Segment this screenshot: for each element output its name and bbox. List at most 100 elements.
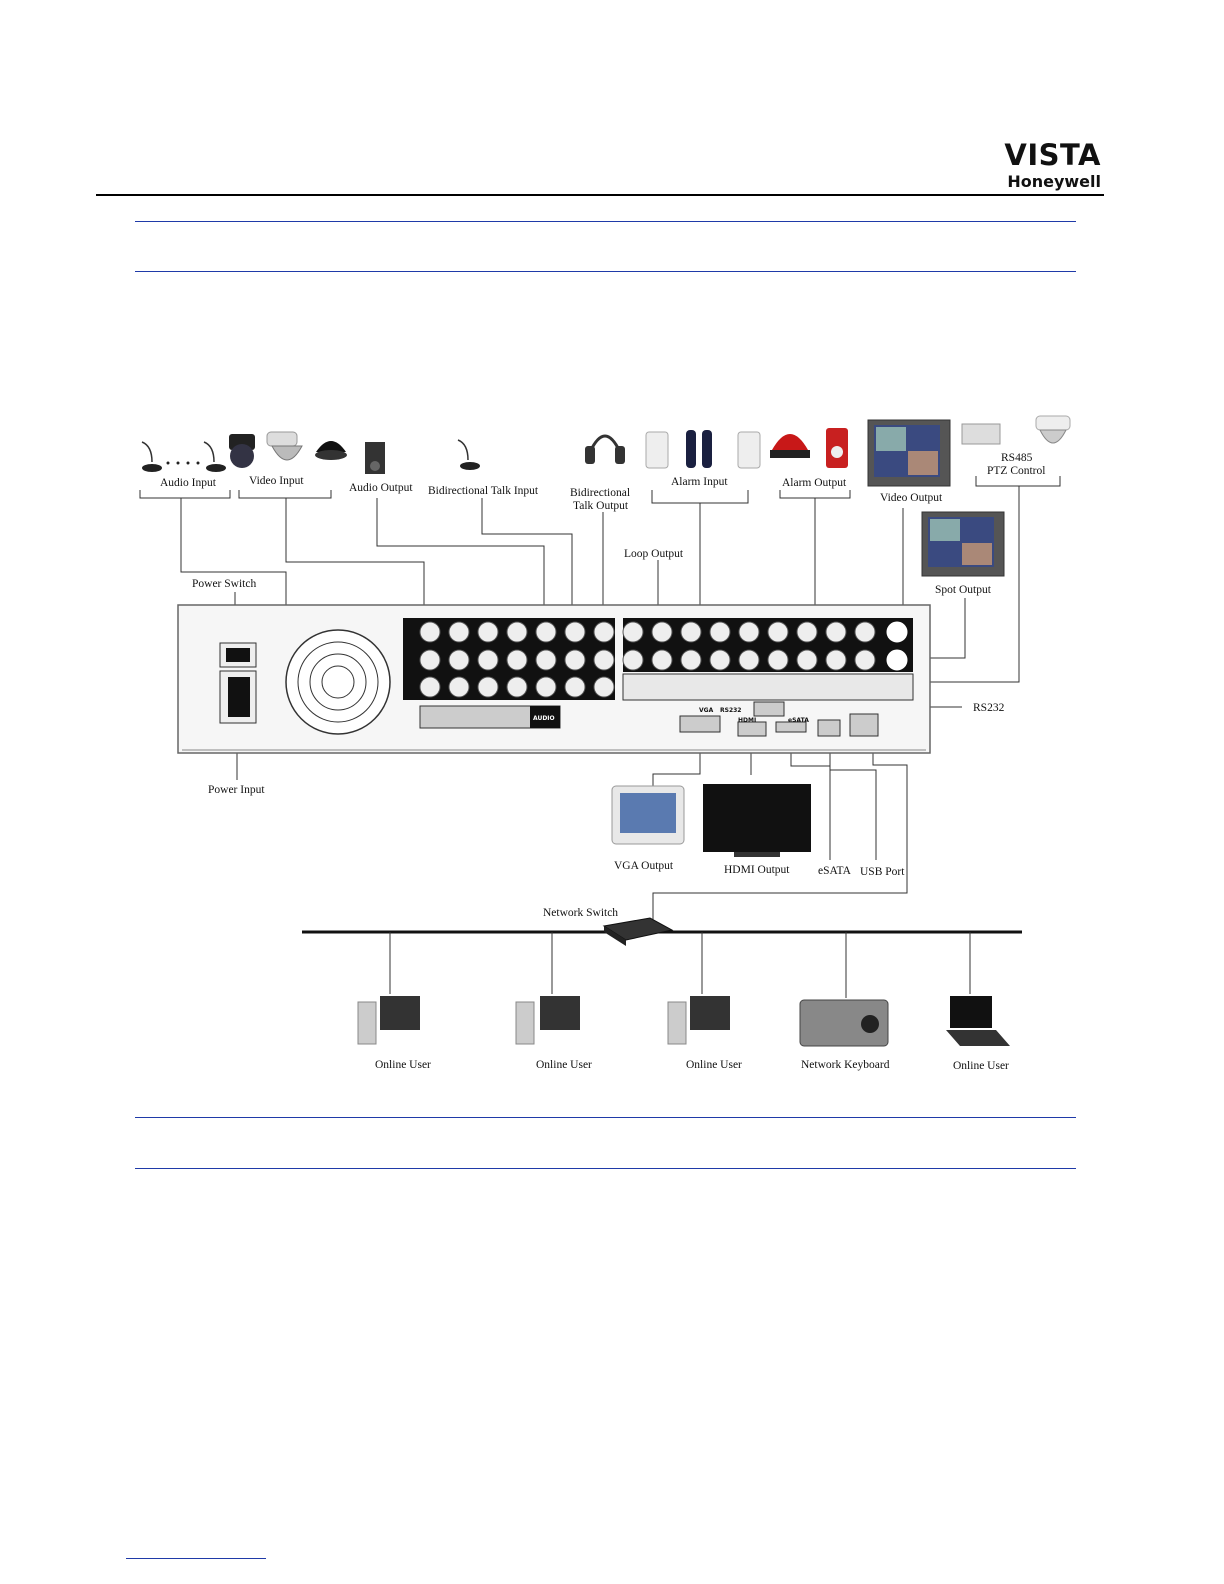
spot-output-label: Spot Output	[935, 584, 992, 596]
bnc-connector	[535, 621, 557, 643]
bnc-connector	[477, 621, 499, 643]
network-keyboard-icon	[799, 999, 889, 1047]
bnc-connector	[535, 676, 557, 698]
bnc-connector	[419, 676, 441, 698]
spot-monitor-icon	[921, 511, 1005, 577]
bnc-connector	[593, 676, 615, 698]
vista-honeywell-logo: VISTA Honeywell	[1004, 140, 1101, 191]
footnote-rule	[126, 1558, 266, 1559]
computer-icon	[357, 996, 730, 1045]
bnc-connector	[477, 649, 499, 671]
bnc-connector	[651, 649, 673, 671]
bnc-connector	[506, 621, 528, 643]
rs232-label: RS232	[973, 702, 1005, 714]
bnc-connectors	[419, 620, 909, 698]
network-switch-label: Network Switch	[543, 907, 618, 919]
bnc-connector	[767, 621, 789, 643]
bnc-connector	[506, 649, 528, 671]
section-rule-bottom-1	[135, 1117, 1076, 1118]
bnc-connector	[854, 621, 876, 643]
ptz-control-label: PTZ Control	[987, 465, 1045, 477]
bnc-connector	[738, 621, 760, 643]
bnc-connector	[767, 649, 789, 671]
bnc-connector	[448, 621, 470, 643]
bnc-connector	[622, 621, 644, 643]
panel-rs232-label: RS232	[720, 707, 741, 714]
camera-icon	[229, 431, 347, 468]
section-rule-top-1	[135, 221, 1076, 222]
alarm-sensor-icon	[645, 430, 761, 469]
bnc-connector	[506, 676, 528, 698]
power-input-label: Power Input	[208, 784, 265, 796]
monitor-icon	[867, 419, 951, 487]
bnc-connector	[825, 649, 847, 671]
brand-name: VISTA	[1004, 138, 1101, 172]
bnc-connector	[564, 676, 586, 698]
video-output-connector	[885, 620, 909, 644]
bnc-connector	[680, 621, 702, 643]
bnc-connector	[564, 621, 586, 643]
panel-vga-label: VGA	[699, 707, 714, 714]
alarm-output-label: Alarm Output	[782, 477, 847, 489]
bnc-connector	[419, 649, 441, 671]
alarm-input-label: Alarm Input	[671, 476, 728, 488]
online-user-label-3: Online User	[686, 1059, 742, 1071]
network-drops	[389, 932, 971, 998]
panel-hdmi-label: HDMI	[738, 717, 756, 724]
sub-brand-name: Honeywell	[1007, 172, 1101, 191]
bnc-connector	[419, 621, 441, 643]
ptz-camera-icon	[961, 415, 1071, 445]
bnc-connector	[622, 649, 644, 671]
laptop-icon	[946, 996, 1010, 1046]
power-switch-label: Power Switch	[192, 578, 256, 590]
bnc-connector	[709, 621, 731, 643]
online-user-label-1: Online User	[375, 1059, 431, 1071]
online-user-label-2: Online User	[536, 1059, 592, 1071]
audio-input-label: Audio Input	[160, 477, 217, 489]
vga-monitor-icon	[611, 785, 685, 845]
section-rule-bottom-2	[135, 1168, 1076, 1169]
bnc-connector	[535, 649, 557, 671]
siren-icon	[770, 428, 848, 468]
bnc-connector	[477, 676, 499, 698]
bnc-connector	[651, 621, 673, 643]
bidi-talk-output-label-1: Bidirectional	[570, 487, 630, 499]
bnc-connector	[796, 621, 818, 643]
online-user-label-4: Online User	[953, 1060, 1009, 1072]
hdmi-output-label: HDMI Output	[724, 864, 790, 876]
rs485-label: RS485	[1001, 452, 1033, 464]
hdmi-tv-icon	[703, 784, 811, 857]
video-output-connector	[885, 648, 909, 672]
header-rule	[96, 194, 1104, 196]
network-keyboard-label: Network Keyboard	[801, 1059, 890, 1071]
audio-output-label: Audio Output	[349, 482, 413, 494]
bidi-talk-output-label-2: Talk Output	[573, 500, 629, 512]
bnc-connector	[680, 649, 702, 671]
network-switch-icon	[602, 917, 674, 946]
usb-port-label: USB Port	[860, 866, 905, 878]
bnc-connector	[448, 649, 470, 671]
bidi-talk-input-label: Bidirectional Talk Input	[428, 485, 539, 497]
section-rule-top-2	[135, 271, 1076, 272]
bnc-connector	[825, 621, 847, 643]
bnc-connector	[738, 649, 760, 671]
video-output-label: Video Output	[880, 492, 943, 504]
bnc-connector	[593, 649, 615, 671]
bnc-connector	[796, 649, 818, 671]
bnc-connector	[448, 676, 470, 698]
bnc-connector	[564, 649, 586, 671]
bnc-connector	[854, 649, 876, 671]
talk-microphone-icon	[457, 439, 480, 470]
bnc-connector	[593, 621, 615, 643]
headset-icon	[585, 434, 625, 464]
panel-esata-label: eSATA	[788, 717, 809, 724]
esata-label: eSATA	[818, 865, 852, 877]
video-input-label: Video Input	[249, 475, 304, 487]
bnc-connector	[709, 649, 731, 671]
panel-audio-label: AUDIO	[533, 715, 555, 722]
microphone-icon	[141, 441, 226, 472]
vga-output-label: VGA Output	[614, 860, 674, 872]
loop-output-label: Loop Output	[624, 548, 684, 560]
speaker-icon	[365, 442, 385, 474]
